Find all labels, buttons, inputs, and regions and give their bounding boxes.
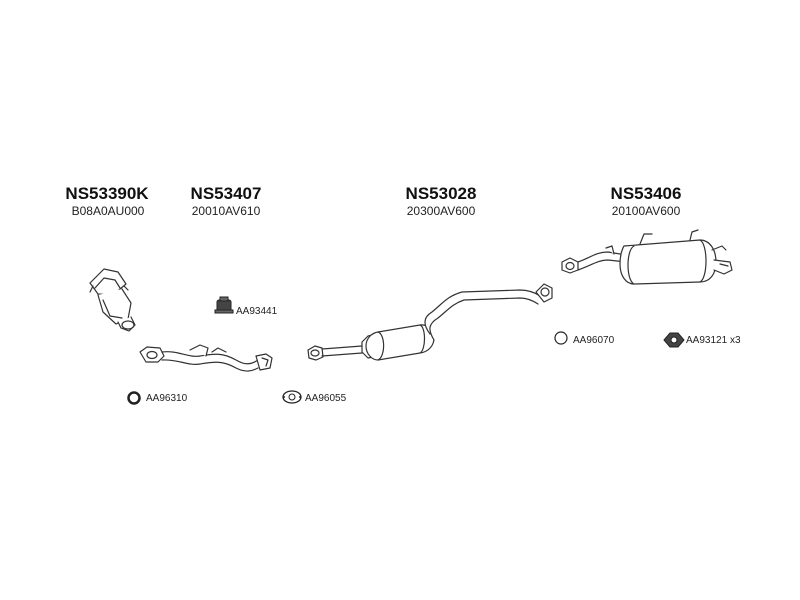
rubber-mount-icon[interactable] (663, 332, 685, 348)
front-pipe-drawing[interactable] (139, 344, 273, 372)
part-code-ns53390k[interactable]: NS53390K (65, 184, 149, 203)
rubber-hanger-icon[interactable] (214, 296, 234, 314)
flange-gasket-icon[interactable] (282, 390, 302, 404)
catalytic-converter-drawing[interactable] (89, 268, 136, 332)
part-code-ns53406[interactable]: NS53406 (610, 184, 682, 203)
gasket-ring-icon[interactable] (127, 391, 141, 405)
accessory-code: AA93121 (686, 335, 728, 346)
accessory-label-aa96055[interactable]: AA96055 (305, 393, 347, 404)
oem-code-ns53406: 20100AV600 (611, 204, 681, 218)
oem-code-ns53028: 20300AV600 (406, 204, 476, 218)
accessory-qty: x3 (729, 335, 741, 346)
accessory-label-aa96070[interactable]: AA96070 (573, 335, 615, 346)
accessory-label-aa93441[interactable]: AA93441 (236, 306, 278, 317)
ring-gasket-icon[interactable] (554, 331, 568, 345)
middle-silencer-drawing[interactable] (307, 283, 553, 361)
accessory-label-aa96310[interactable]: AA96310 (146, 393, 188, 404)
oem-code-ns53390k: B08A0AU000 (71, 204, 145, 218)
oem-code-ns53407: 20010AV610 (191, 204, 261, 218)
accessory-label-aa93121[interactable]: AA93121 x3 (686, 335, 741, 346)
part-code-ns53407[interactable]: NS53407 (190, 184, 262, 203)
part-code-ns53028[interactable]: NS53028 (405, 184, 477, 203)
rear-silencer-drawing[interactable] (561, 229, 733, 285)
